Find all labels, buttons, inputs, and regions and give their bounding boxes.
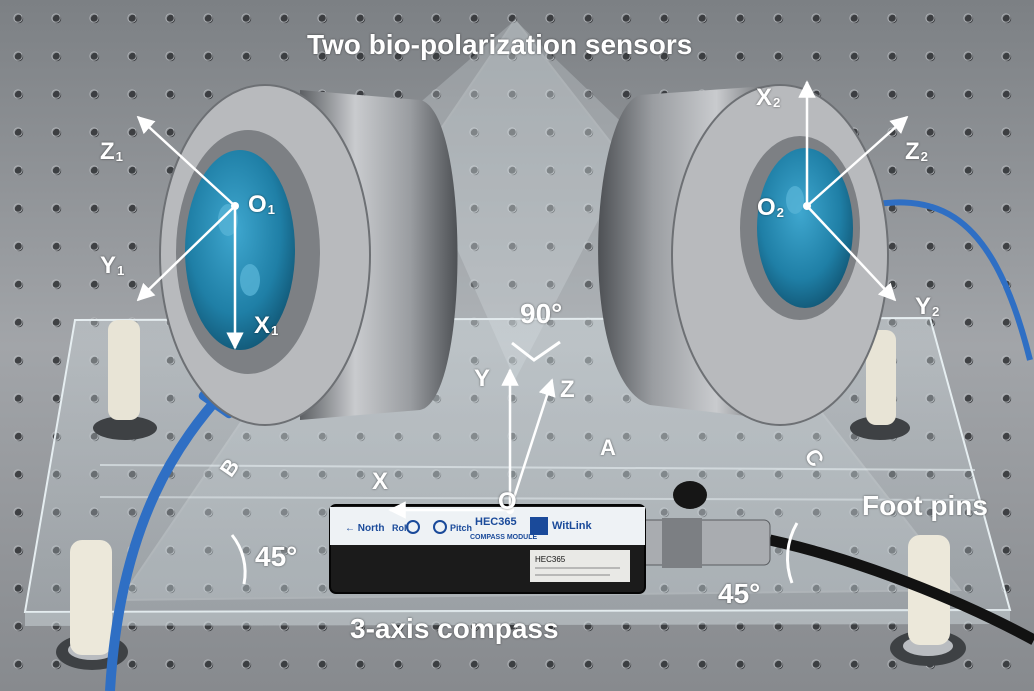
foot-pin-back-right xyxy=(850,330,910,440)
sensor-2-z-label: Z2 xyxy=(905,138,929,165)
compass-roll-text: Roll xyxy=(392,523,409,533)
base-plate-edge xyxy=(25,610,1010,626)
title-label: Two bio-polarization sensors xyxy=(307,29,693,60)
sensor-2-z-axis xyxy=(806,115,909,207)
v-support-top xyxy=(400,20,640,380)
angle-45-right-label: 45° xyxy=(718,578,761,609)
compass-north-text: ← North xyxy=(345,523,384,534)
sensor-2-y-axis xyxy=(806,205,897,302)
compass-model-text: HEC365 xyxy=(475,516,517,528)
brand-logo-icon xyxy=(530,517,548,535)
sensor-1 xyxy=(159,84,458,426)
sensor-1-origin-label: O1 xyxy=(248,191,276,218)
sensor-1-axes xyxy=(136,115,244,350)
angle-arc-right xyxy=(786,522,799,584)
compass-axes xyxy=(388,368,556,519)
plate-a-label: A xyxy=(600,435,616,460)
compass-spec-label xyxy=(530,550,630,582)
black-cable xyxy=(768,534,1034,645)
compass-pitch-text: Pitch xyxy=(450,523,472,533)
compass-z-axis xyxy=(508,378,556,511)
angle-45-left-label: 45° xyxy=(255,541,298,572)
sensor-1-y-label: Y1 xyxy=(100,252,125,279)
compass-brand-text: WitLink xyxy=(552,520,592,532)
blue-cable-left xyxy=(105,386,229,691)
angle-arc-left xyxy=(230,534,247,585)
compass-module: ← North Roll Pitch HEC365 COMPASS MODULE… xyxy=(329,504,646,594)
sensor-2-axes xyxy=(798,80,909,302)
compass-origin-label: O xyxy=(498,488,517,515)
compass-connector xyxy=(639,519,771,566)
compass-label-strip xyxy=(330,507,645,545)
compass-caption: 3-axis compass xyxy=(350,613,559,644)
sensor-1-x-label: X1 xyxy=(254,312,279,339)
foot-pins-label: Foot pins xyxy=(862,490,988,521)
sensor-2-x-label: X2 xyxy=(756,84,781,111)
roll-icon xyxy=(406,520,420,534)
sensor-2-origin-label: O2 xyxy=(757,194,785,221)
compass-spec-model: HEC365 xyxy=(535,555,566,564)
sensor-2-lens xyxy=(757,148,853,308)
sensor-1-lens xyxy=(185,150,295,350)
pitch-icon xyxy=(433,520,447,534)
sensor-1-y-axis xyxy=(136,205,236,302)
compass-subtitle-text: COMPASS MODULE xyxy=(470,534,537,541)
angle-90-label: 90° xyxy=(520,298,563,329)
compass-z-label: Z xyxy=(560,376,575,403)
sensor-1-z-label: Z1 xyxy=(100,138,124,165)
compass-x-label: X xyxy=(372,468,389,495)
foot-pin-back-left xyxy=(93,320,157,440)
sensor-2-y-label: Y2 xyxy=(915,293,940,320)
right-angle-marker xyxy=(511,340,561,362)
sensor-1-z-axis xyxy=(136,115,236,207)
compass-y-label: Y xyxy=(474,365,491,392)
sensor-2 xyxy=(598,84,889,426)
